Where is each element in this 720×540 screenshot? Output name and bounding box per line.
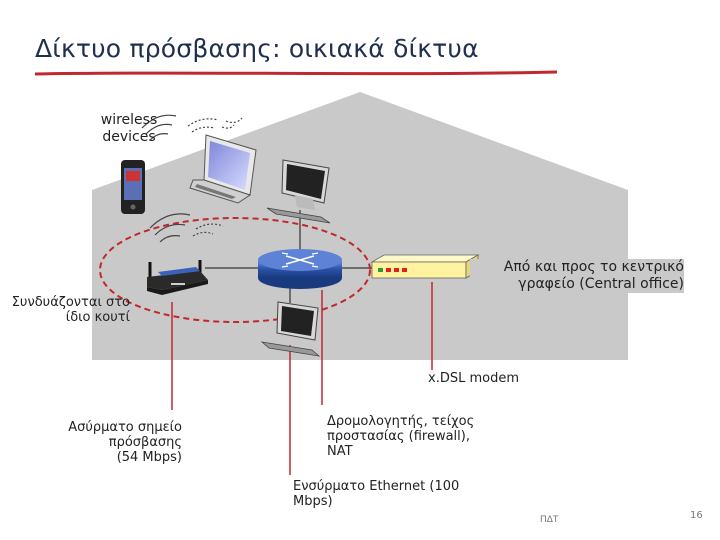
title-underline [35, 72, 557, 74]
combined-box-label-line1: Συνδυάζονται στο [8, 295, 130, 310]
router-icon [258, 249, 342, 289]
router-label: Δρομολογητής, τείχος προστασίας (firewal… [327, 414, 474, 459]
combined-box-label-line2: ίδιο κουτί [8, 310, 130, 325]
smartphone-icon [121, 160, 145, 214]
modem-label: x.DSL modem [428, 371, 519, 386]
wireless-devices-label-line1: wireless [96, 112, 162, 129]
access-point-label-line2: πρόσβασης [42, 435, 182, 450]
ethernet-label-line1: Ενσύρματο Ethernet (100 [293, 479, 459, 494]
ethernet-label-line2: Mbps) [293, 494, 459, 509]
central-office-label: Από και προς το κεντρικό γραφείο (Centra… [470, 259, 684, 293]
router-label-line2: προστασίας (firewall), [327, 429, 474, 444]
footer-author: ΠΔΤ [540, 515, 558, 525]
access-point-label: Ασύρματο σημείο πρόσβασης (54 Mbps) [42, 420, 182, 465]
access-point-label-line3: (54 Mbps) [42, 450, 182, 465]
central-office-label-line2: γραφείο (Central office) [470, 276, 684, 293]
router-label-line1: Δρομολογητής, τείχος [327, 414, 474, 429]
central-office-label-line1: Από και προς το κεντρικό [470, 259, 684, 276]
combined-box-label: Συνδυάζονται στο ίδιο κουτί [8, 295, 130, 325]
router-label-line3: NAT [327, 444, 474, 459]
page-number: 16 [690, 510, 703, 521]
wireless-devices-label-line2: devices [96, 129, 162, 146]
wireless-devices-label: wireless devices [96, 112, 162, 146]
ethernet-label: Ενσύρματο Ethernet (100 Mbps) [293, 479, 459, 509]
dsl-modem-icon [372, 255, 478, 278]
access-point-label-line1: Ασύρματο σημείο [42, 420, 182, 435]
